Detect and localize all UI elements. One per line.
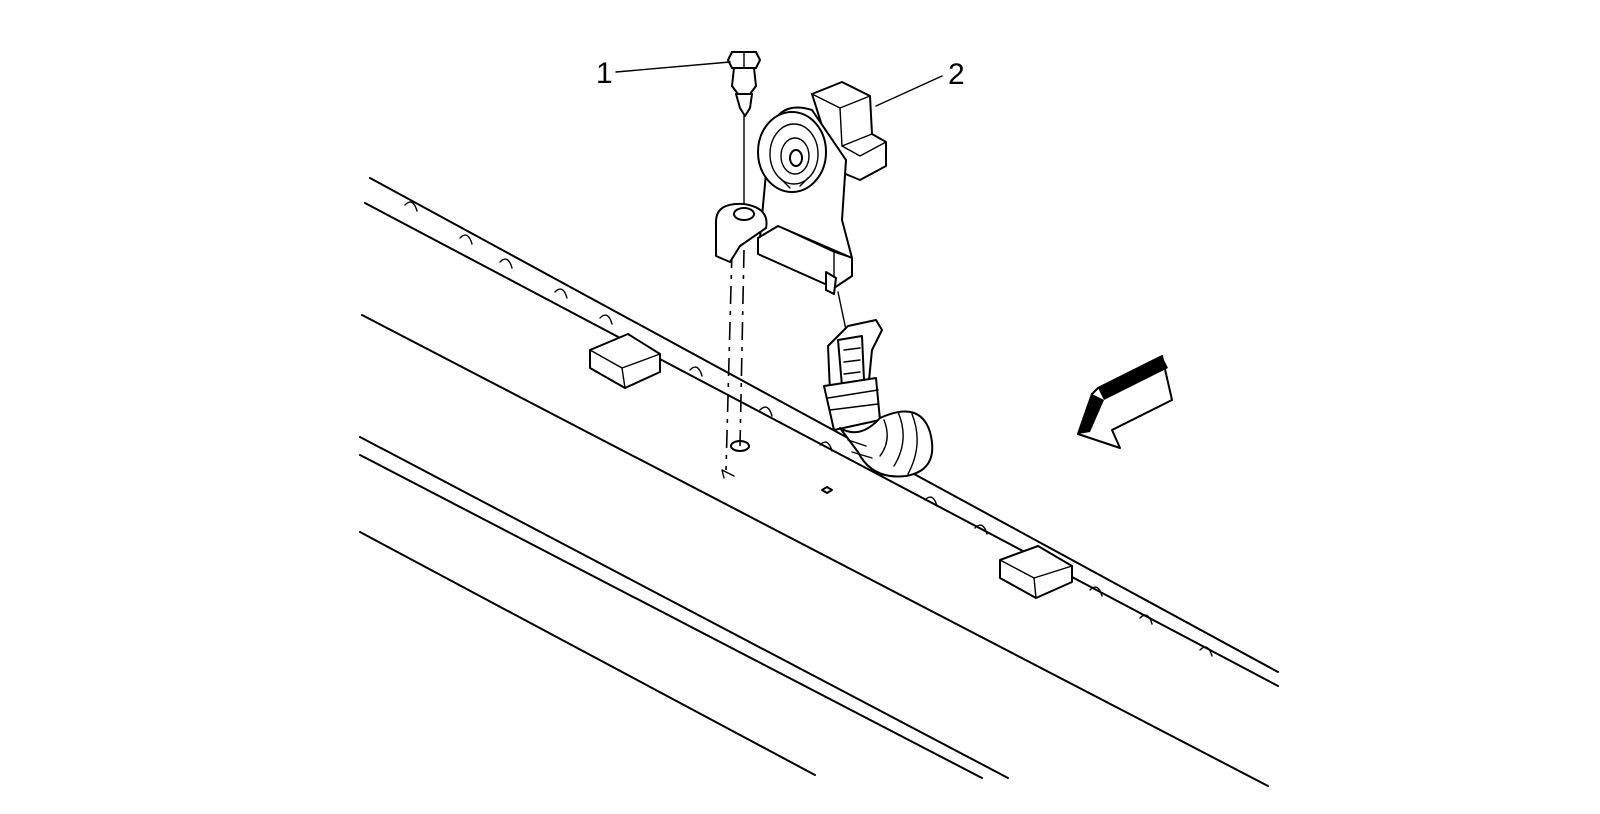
rail-mounting-tab-left (589, 333, 661, 389)
frame-locator-hole (821, 486, 833, 494)
forward-direction-arrow-icon (1077, 355, 1173, 449)
fastener-axis-dashed (739, 249, 745, 447)
callout-1-leader (615, 61, 731, 73)
sensor-assembly (715, 81, 887, 295)
callout-2: 2 (875, 58, 965, 107)
bumper-rail-upper (364, 177, 1279, 687)
callout-2-leader (875, 75, 943, 107)
callout-1-label: 1 (596, 57, 613, 90)
sensor-to-connector-line (837, 291, 847, 331)
wiring-harness-connector (823, 319, 934, 478)
callout-1: 1 (596, 57, 731, 90)
fastener-axis-dashed-2 (725, 249, 733, 471)
fastener-bolt (727, 51, 761, 117)
frame-mount-hole (721, 469, 735, 479)
rail-mounting-tab-right (999, 545, 1073, 599)
bumper-rail-lower (359, 314, 1269, 787)
callout-2-label: 2 (948, 58, 965, 91)
